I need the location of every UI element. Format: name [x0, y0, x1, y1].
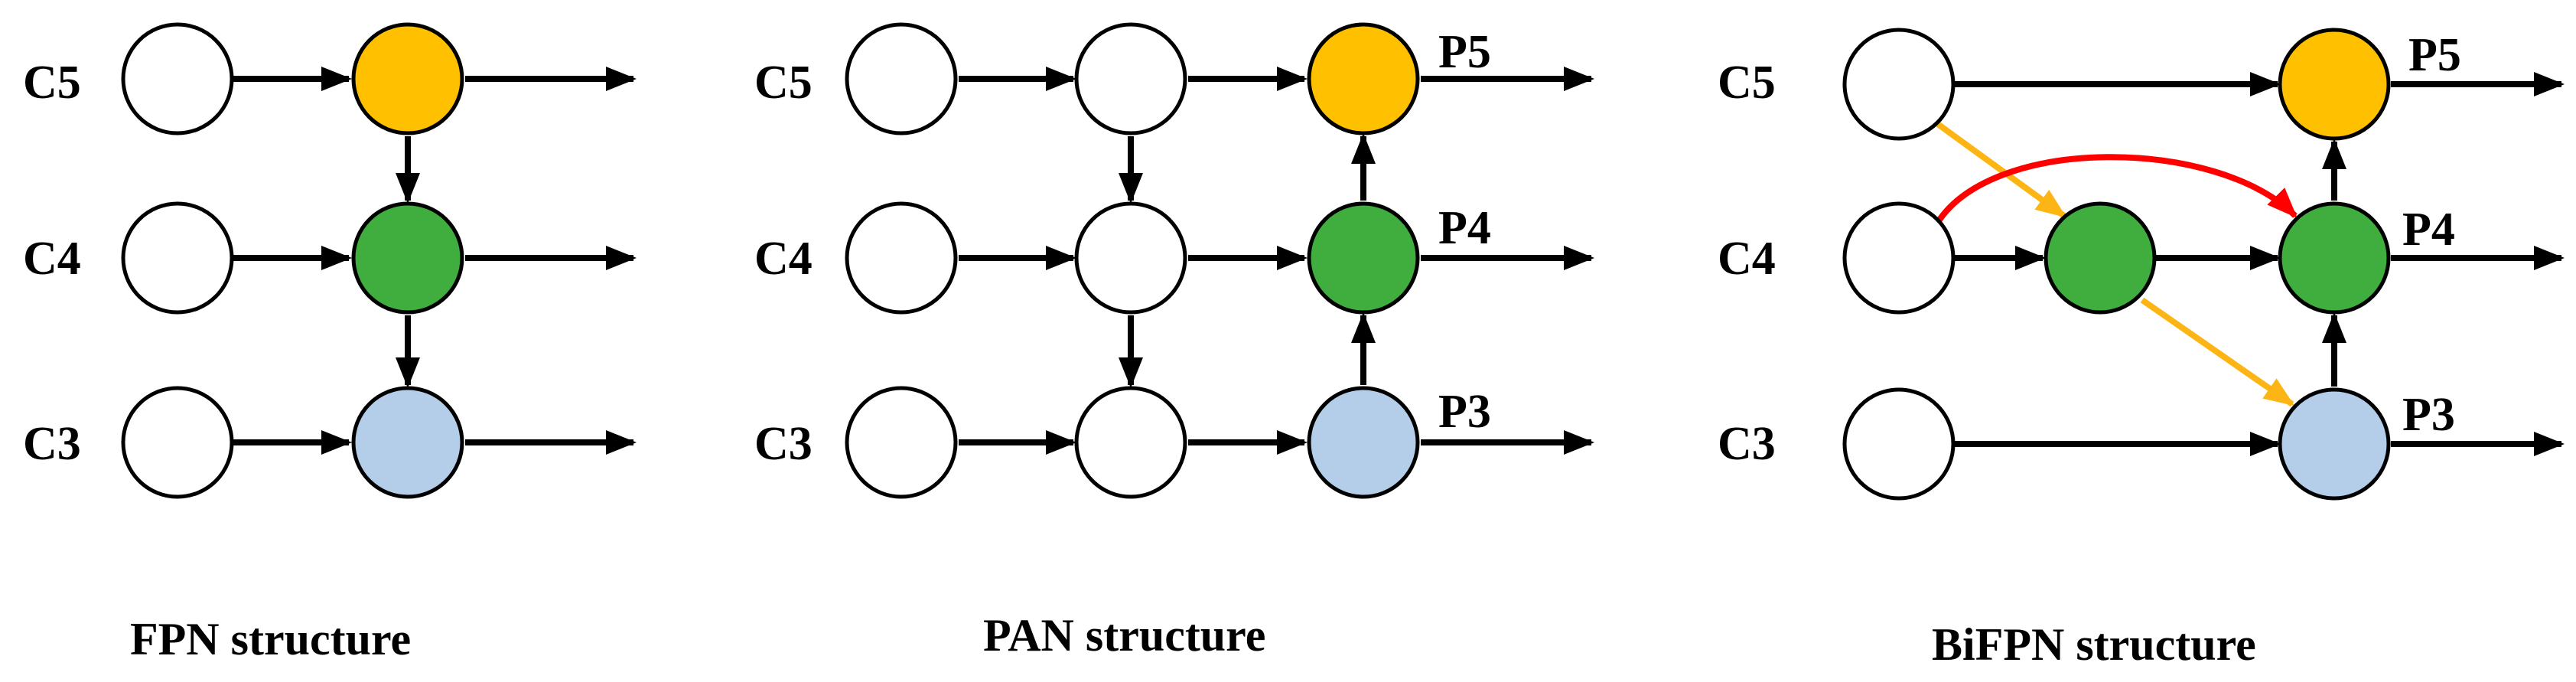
bifpn-node-c3-in: [1842, 387, 1956, 501]
fpn-panel: C5 C4 C3 FPN structure: [23, 22, 637, 664]
fpn-node-c3-in: [121, 386, 234, 499]
bifpn-node-c4-mid: [2044, 201, 2157, 315]
fpn-caption: FPN structure: [130, 614, 411, 664]
fpn-node-c5-in: [121, 22, 234, 135]
bifpn-node-p4: [2278, 201, 2391, 315]
pan-label-c5: C5: [754, 57, 813, 109]
bifpn-node-c4-in: [1842, 201, 1956, 315]
pan-node-c5-in: [845, 22, 958, 135]
pan-label-c4: C4: [754, 233, 813, 285]
pan-label-c3: C3: [754, 418, 813, 470]
bifpn-node-c5-in: [1842, 28, 1956, 141]
pan-caption: PAN structure: [983, 610, 1265, 661]
pan-node-p5: [1307, 22, 1420, 135]
bifpn-label-p5: P5: [2408, 29, 2461, 81]
pan-panel: C5 C4 C3 P5 P4 P3 PAN structure: [754, 22, 1594, 661]
pan-node-c3-in: [845, 386, 958, 499]
bifpn-panel: C5 C4 C3 P5 P4 P3 BiFPN structure: [1718, 28, 2565, 670]
fpn-node-c5-out: [351, 22, 464, 135]
pan-label-p4: P4: [1438, 202, 1491, 254]
pan-node-c3-mid: [1074, 386, 1187, 499]
pan-node-c4-in: [845, 201, 958, 315]
fpn-label-c5: C5: [23, 57, 81, 109]
pan-node-c5-mid: [1074, 22, 1187, 135]
fpn-node-c4-in: [121, 201, 234, 315]
bifpn-label-c4: C4: [1718, 233, 1776, 285]
bifpn-label-p3: P3: [2402, 389, 2455, 441]
bifpn-edge-yellow: [1933, 119, 2067, 219]
pan-node-p4: [1307, 201, 1420, 315]
bifpn-label-c3: C3: [1718, 418, 1776, 470]
bifpn-caption: BiFPN structure: [1932, 619, 2256, 670]
fpn-node-c3-out: [351, 386, 464, 499]
bifpn-label-p4: P4: [2402, 204, 2455, 256]
bifpn-label-c5: C5: [1718, 57, 1776, 109]
pan-label-p5: P5: [1438, 26, 1491, 78]
pan-node-p3: [1307, 386, 1420, 499]
fpn-node-c4-out: [351, 201, 464, 315]
bifpn-node-p5: [2278, 28, 2391, 141]
bifpn-edge-yellow: [2140, 297, 2295, 407]
fpn-label-c3: C3: [23, 418, 81, 470]
bifpn-node-p3: [2278, 387, 2391, 501]
pan-label-p3: P3: [1438, 386, 1491, 438]
fpn-label-c4: C4: [23, 233, 81, 285]
pan-node-c4-mid: [1074, 201, 1187, 315]
bifpn-edge-red: [1933, 154, 2298, 228]
